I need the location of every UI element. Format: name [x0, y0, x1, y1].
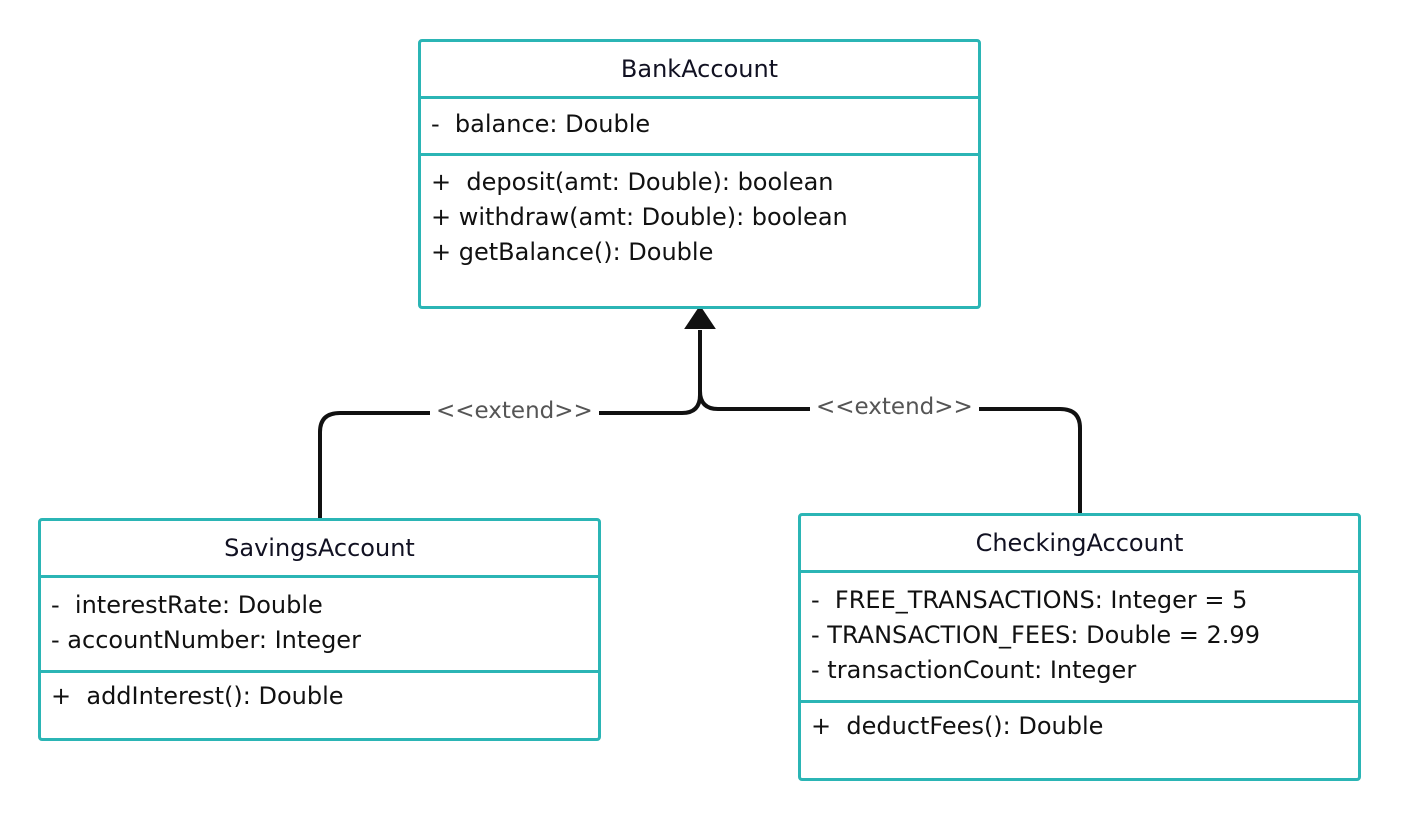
- class-name: SavingsAccount: [41, 521, 598, 578]
- savings-account-class[interactable]: SavingsAccount - interestRate: Double - …: [38, 518, 601, 741]
- methods-section: + deposit(amt: Double): boolean + withdr…: [421, 156, 978, 278]
- class-name: BankAccount: [421, 42, 978, 99]
- attribute: - TRANSACTION_FEES: Double = 2.99: [811, 621, 1260, 649]
- attribute: - interestRate: Double: [51, 591, 323, 619]
- attributes-section: - FREE_TRANSACTIONS: Integer = 5 - TRANS…: [801, 573, 1358, 703]
- bank-account-class[interactable]: BankAccount - balance: Double + deposit(…: [418, 39, 981, 309]
- attribute: - FREE_TRANSACTIONS: Integer = 5: [811, 586, 1248, 614]
- method: + withdraw(amt: Double): boolean: [431, 203, 848, 231]
- checking-to-bank-connector: [698, 330, 1082, 516]
- attribute: - balance: Double: [431, 110, 651, 138]
- method: + addInterest(): Double: [51, 682, 344, 710]
- method: + deductFees(): Double: [811, 712, 1104, 740]
- attributes-section: - balance: Double: [421, 99, 978, 156]
- methods-section: + deductFees(): Double: [801, 703, 1358, 752]
- method: + getBalance(): Double: [431, 238, 714, 266]
- savings-extend-label: <<extend>>: [430, 398, 599, 424]
- class-name: CheckingAccount: [801, 516, 1358, 573]
- inheritance-arrowhead: [684, 305, 716, 329]
- checking-account-class[interactable]: CheckingAccount - FREE_TRANSACTIONS: Int…: [798, 513, 1361, 781]
- savings-to-bank-connector: [318, 330, 702, 520]
- method: + deposit(amt: Double): boolean: [431, 168, 834, 196]
- attribute: - transactionCount: Integer: [811, 656, 1137, 684]
- checking-extend-label: <<extend>>: [810, 394, 979, 420]
- attribute: - accountNumber: Integer: [51, 626, 361, 654]
- attributes-section: - interestRate: Double - accountNumber: …: [41, 578, 598, 673]
- methods-section: + addInterest(): Double: [41, 673, 598, 722]
